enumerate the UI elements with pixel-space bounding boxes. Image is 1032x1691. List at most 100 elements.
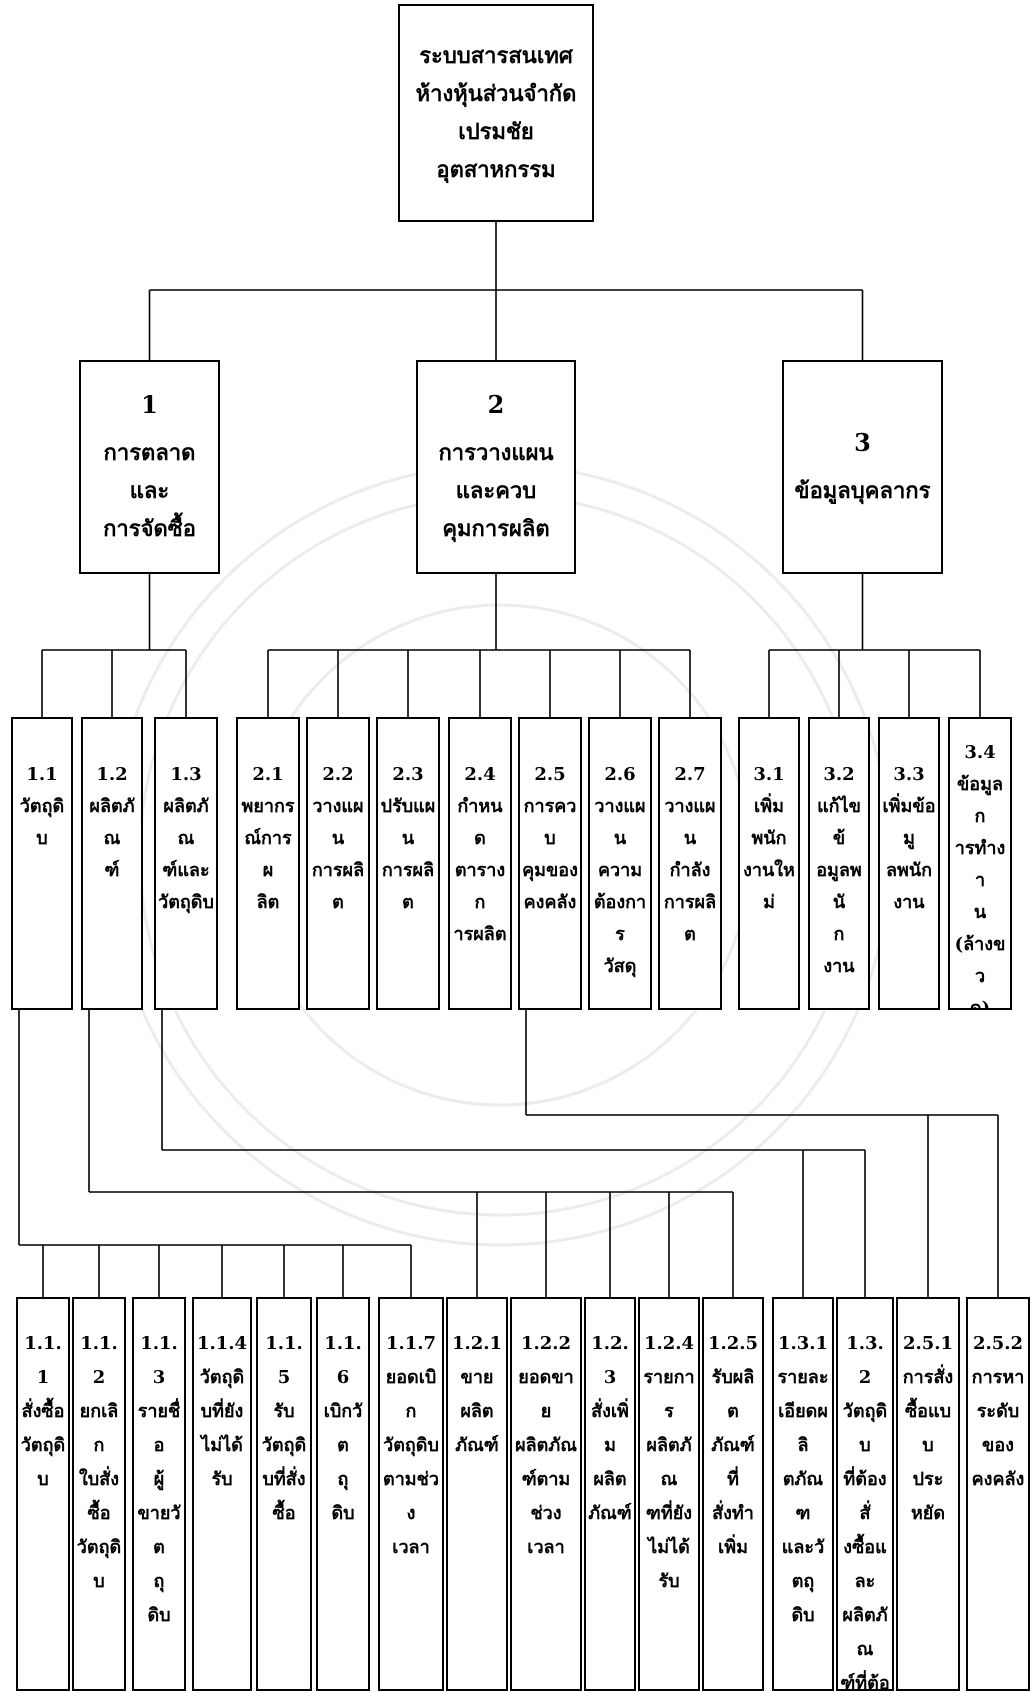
submodule-box-3-2-number: 3.2: [812, 759, 866, 791]
leaf-box-1-1-4-label-line: รับ: [196, 1463, 248, 1497]
submodule-box-3-2-label-line: ก: [812, 919, 866, 951]
leaf-box-1-3-2-label-line: วัตถุดิบ: [840, 1395, 890, 1463]
leaf-box-2-5-1: 2.5.1การสั่งซื้อแบบประหยัด: [896, 1297, 960, 1691]
leaf-box-1-2-3-label-line: ภัณฑ์: [588, 1497, 632, 1531]
submodule-box-2-5-label-line: คงคลัง: [522, 887, 578, 919]
submodule-box-2-5-number: 2.5: [522, 759, 578, 791]
leaf-box-2-5-2-label-line: ของ: [970, 1429, 1026, 1463]
leaf-box-1-2-2-label-line: ช่วง: [514, 1497, 578, 1531]
submodule-box-3-4-label-line: (ล้างขว: [952, 929, 1008, 993]
module-box-2: 2การวางแผนและควบคุมการผลิต: [416, 360, 576, 574]
submodule-box-2-1-number: 2.1: [240, 759, 296, 791]
submodule-box-1-3-label-line: วัตถุดิบ: [158, 887, 214, 919]
leaf-box-1-1-4-label-line: วัตถุดิ: [196, 1361, 248, 1395]
leaf-box-2-5-1-label-line: การสั่ง: [900, 1361, 956, 1395]
submodule-box-1-1-label-line: วัตถุดิบ: [15, 791, 69, 855]
submodule-box-2-3-label-line: ปรับแผ: [380, 791, 436, 823]
leaf-box-1-1-5-label-line: ซื้อ: [260, 1497, 308, 1531]
submodule-box-3-4-label-line: ารทำงา: [952, 833, 1008, 897]
submodule-box-2-3-label-line: น: [380, 823, 436, 855]
submodule-box-3-3-number: 3.3: [882, 759, 936, 791]
root-line-1: ระบบสารสนเทศ: [419, 37, 573, 75]
leaf-box-1-1-6-label-line: ดิบ: [320, 1497, 366, 1531]
submodule-box-1-3: 1.3ผลิตภัณฑ์และวัตถุดิบ: [154, 717, 218, 1010]
module-box-1-number: 1: [141, 386, 158, 424]
module-box-3-number: 3: [854, 424, 871, 462]
module-box-1-label-line: การตลาดและ: [85, 434, 214, 510]
submodule-box-2-6-label-line: วัสดุ: [592, 951, 648, 983]
leaf-box-1-1-2: 1.1.2ยกเลิกใบสั่งซื้อวัตถุดิบ: [72, 1297, 126, 1691]
submodule-box-3-1-label-line: งานใหม่: [742, 855, 796, 919]
leaf-box-1-2-4-label-line: ไม่ได้: [642, 1531, 696, 1565]
submodule-box-2-3-label-line: การผลิต: [380, 855, 436, 919]
leaf-box-1-1-5-label-line: รับ: [260, 1395, 308, 1429]
leaf-box-2-5-2-label-line: คงคลัง: [970, 1463, 1026, 1497]
leaf-box-1-1-7-label-line: ยอดเบิก: [382, 1361, 440, 1429]
leaf-box-1-2-4-label-line: รับ: [642, 1565, 696, 1599]
leaf-box-1-2-4-label-line: ผลิตภัณ: [642, 1429, 696, 1497]
leaf-box-1-1-2-label-line: วัตถุดิ: [76, 1531, 122, 1565]
submodule-box-3-3-label-line: ลพนัก: [882, 855, 936, 887]
submodule-box-2-4-label-line: ารผลิต: [452, 919, 508, 951]
leaf-box-1-3-2-label-line: ผลิตภัณ: [840, 1599, 890, 1667]
leaf-box-2-5-1-label-line: หยัด: [900, 1497, 956, 1531]
leaf-box-1-2-5: 1.2.5รับผลิตภัณฑ์ที่สั่งทำเพิ่ม: [702, 1297, 764, 1691]
leaf-box-1-3-2-label-line: งซื้อและ: [840, 1531, 890, 1599]
leaf-box-1-3-1-label-line: เอียดผลิ: [776, 1395, 830, 1463]
leaf-box-1-1-6-label-line: ถุ: [320, 1463, 366, 1497]
leaf-box-1-1-5-number: 1.1.5: [260, 1327, 308, 1395]
leaf-box-1-1-4-number: 1.1.4: [196, 1327, 248, 1361]
leaf-box-1-1-2-label-line: ซื้อ: [76, 1497, 122, 1531]
leaf-box-1-2-5-label-line: เพิ่ม: [706, 1531, 760, 1565]
leaf-box-1-1-4-label-line: ไม่ได้: [196, 1429, 248, 1463]
leaf-box-1-1-1-number: 1.1.1: [20, 1327, 66, 1395]
submodule-box-3-2-label-line: อมูลพนั: [812, 855, 866, 919]
leaf-box-1-1-2-label-line: ใบสั่ง: [76, 1463, 122, 1497]
leaf-box-1-2-3-number: 1.2.3: [588, 1327, 632, 1395]
root-line-2: ห้างหุ้นส่วนจำกัดเปรมชัย: [404, 75, 588, 151]
leaf-box-1-2-4: 1.2.4รายการผลิตภัณฑที่ยังไม่ได้รับ: [638, 1297, 700, 1691]
leaf-box-1-2-4-label-line: ฑที่ยัง: [642, 1497, 696, 1531]
submodule-box-3-1-number: 3.1: [742, 759, 796, 791]
submodule-box-2-2-label-line: วางแผน: [310, 791, 366, 855]
submodule-box-2-5-label-line: การควบ: [522, 791, 578, 855]
leaf-box-1-1-3-label-line: รายชื่อ: [136, 1395, 182, 1463]
submodule-box-2-7-number: 2.7: [662, 759, 718, 791]
leaf-box-2-5-2-number: 2.5.2: [970, 1327, 1026, 1361]
submodule-box-2-7-label-line: การผลิต: [662, 887, 718, 951]
leaf-box-1-1-2-label-line: ยกเลิก: [76, 1395, 122, 1463]
leaf-box-1-1-1-label-line: บ: [20, 1463, 66, 1497]
leaf-box-1-1-1-label-line: สั่งซื้อ: [20, 1395, 66, 1429]
leaf-box-1-3-1-label-line: และวัตถุ: [776, 1531, 830, 1599]
submodule-box-1-3-label-line: ผลิตภัณ: [158, 791, 214, 855]
leaf-box-1-1-3-number: 1.1.3: [136, 1327, 182, 1395]
leaf-box-1-2-2-label-line: ยอดขาย: [514, 1361, 578, 1429]
leaf-box-1-1-2-label-line: บ: [76, 1565, 122, 1599]
submodule-box-3-2-label-line: งาน: [812, 951, 866, 983]
root-line-3: อุตสาหกรรม: [436, 151, 555, 189]
submodule-box-2-4-number: 2.4: [452, 759, 508, 791]
submodule-box-2-6-number: 2.6: [592, 759, 648, 791]
leaf-box-1-2-2-number: 1.2.2: [514, 1327, 578, 1361]
leaf-box-1-3-2-label-line: ที่ต้องสั่: [840, 1463, 890, 1531]
leaf-box-1-1-6-number: 1.1.6: [320, 1327, 366, 1395]
submodule-box-2-2-number: 2.2: [310, 759, 366, 791]
root-box-information-system: ระบบสารสนเทศ ห้างหุ้นส่วนจำกัดเปรมชัย อุ…: [398, 4, 594, 222]
leaf-box-1-2-1: 1.2.1ขายผลิตภัณฑ์: [446, 1297, 508, 1691]
module-box-2-label-line: การวางแผนและควบ: [422, 434, 570, 510]
leaf-box-1-2-2-label-line: เวลา: [514, 1531, 578, 1565]
leaf-box-1-2-1-label-line: ขาย: [450, 1361, 504, 1395]
leaf-box-1-1-7-label-line: เวลา: [382, 1531, 440, 1565]
leaf-box-1-1-7-number: 1.1.7: [382, 1327, 440, 1361]
submodule-box-3-4-number: 3.4: [952, 737, 1008, 769]
